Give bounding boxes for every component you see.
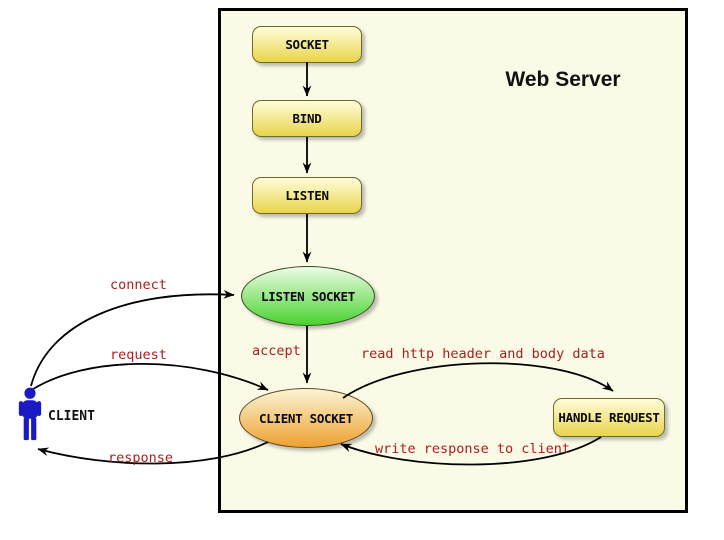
edge-label-response: response	[108, 450, 174, 466]
edge-label-read-http: read http header and body data	[361, 346, 605, 362]
web-server-title: Web Server	[505, 68, 621, 91]
client-person-icon	[18, 387, 42, 441]
node-listen: LISTEN	[252, 177, 362, 214]
edge-label-request: request	[110, 347, 167, 363]
edge-label-write-response: write response to client	[375, 441, 571, 457]
node-socket: SOCKET	[252, 26, 362, 63]
edge-label-connect: connect	[110, 277, 167, 293]
node-handle-request: HANDLE REQUEST	[553, 398, 665, 437]
client-label: CLIENT	[48, 409, 95, 424]
edge-connect	[30, 290, 235, 387]
edge-label-accept: accept	[252, 343, 301, 359]
node-bind: BIND	[252, 100, 362, 137]
node-client-socket: CLIENT SOCKET	[239, 388, 373, 448]
node-listen-socket: LISTEN SOCKET	[241, 266, 375, 326]
